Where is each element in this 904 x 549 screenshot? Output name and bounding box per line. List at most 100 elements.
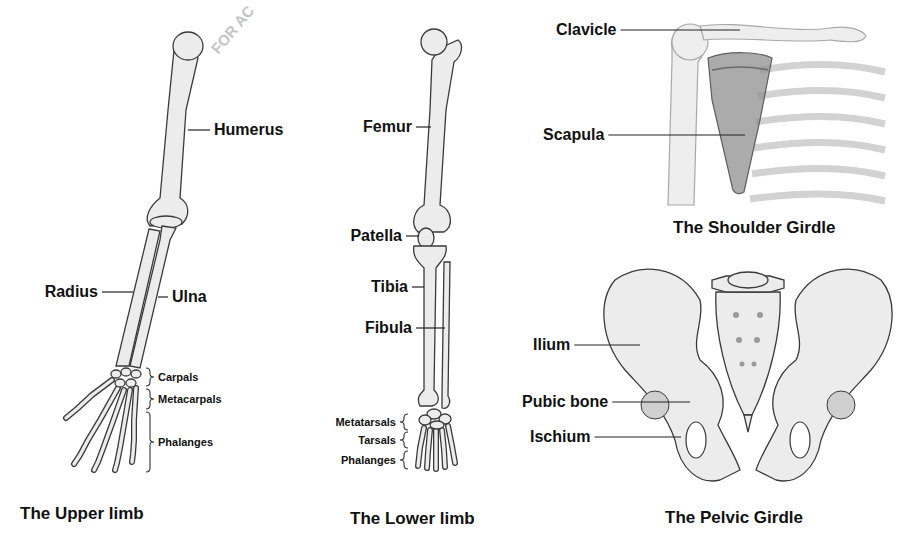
leader-line [416, 126, 431, 127]
femur-bone [414, 29, 462, 232]
scapula-bone [708, 53, 772, 194]
clavicle-bone [700, 24, 866, 41]
part-name: Scapula [543, 126, 604, 144]
part-name: Tibia [371, 278, 408, 296]
rib-cage [750, 194, 885, 201]
part-name: Humerus [214, 121, 283, 139]
part-name: Phalanges [158, 436, 213, 449]
leader-line [188, 129, 210, 130]
leader-line [620, 29, 740, 30]
part-name: Ischium [530, 428, 590, 446]
hip-bone [686, 422, 706, 458]
foot-bones [430, 421, 444, 429]
figure-caption: The Shoulder Girdle [673, 218, 835, 238]
figure-caption: The Lower limb [350, 509, 475, 529]
fibula-bone [442, 262, 450, 408]
humerus-bone [173, 32, 203, 60]
foot-bones [427, 430, 430, 468]
hand-bones [132, 388, 136, 462]
sacrum-bone [754, 337, 760, 343]
sacrum-bone [740, 362, 745, 367]
sacrum-bone [744, 415, 752, 432]
sacrum-bone [736, 337, 742, 343]
rib-cage [750, 64, 885, 201]
ulna-bone [130, 226, 176, 368]
foot-bones [418, 409, 455, 469]
part-name: Radius [45, 283, 98, 301]
part-name: Tarsals [358, 434, 396, 447]
scapula-bone [712, 67, 768, 70]
arm-bone [668, 24, 708, 205]
leader-line [158, 296, 168, 297]
bracket [400, 414, 408, 430]
scapula-bone [708, 53, 772, 194]
foot-bones [427, 430, 430, 468]
part-name: Phalanges [341, 454, 396, 467]
part-name: Ulna [172, 288, 207, 306]
sacrum-bone [728, 272, 768, 288]
fibula-bone [442, 262, 450, 408]
foot-bones [442, 430, 445, 467]
part-name: Femur [363, 118, 412, 136]
part-name: Clavicle [556, 21, 616, 39]
patella-bone [418, 228, 434, 248]
foot-bones [442, 430, 445, 467]
bracket [400, 414, 408, 469]
hip-bone [641, 391, 669, 419]
part-name: Pubic bone [522, 393, 608, 411]
hand-bones [131, 370, 141, 378]
bracket [146, 412, 154, 472]
hand-bones [66, 368, 141, 470]
figure-caption: The Upper limb [20, 504, 144, 524]
hand-bones [111, 370, 121, 378]
hip-bone [827, 391, 855, 419]
tibia-bone [414, 246, 447, 406]
leader-line [102, 30, 745, 437]
leader-line [594, 436, 681, 437]
rib-cage [758, 90, 885, 98]
hip-bone [604, 269, 892, 481]
watermark: FOR AC [207, 3, 257, 58]
sacrum-bone [716, 292, 780, 415]
hand-bones [115, 390, 130, 470]
leader-line [416, 327, 445, 328]
sacrum-bone [752, 362, 757, 367]
leader-line [574, 344, 640, 345]
femur-bone [414, 40, 462, 232]
foot-bones [418, 428, 424, 466]
patella-bone [418, 228, 434, 248]
foot-bones [448, 426, 455, 463]
ulna-bone [130, 226, 176, 368]
foot-bones [419, 415, 431, 425]
femur-bone [421, 29, 447, 55]
rib-cage [760, 64, 885, 72]
sacrum-bone [757, 312, 763, 318]
hand-bones [126, 379, 136, 387]
leader-line [608, 134, 745, 135]
bracket [146, 368, 154, 472]
part-name: Patella [350, 227, 402, 245]
clavicle-bone [700, 24, 866, 41]
leader-line [102, 291, 133, 292]
figure-caption: The Pelvic Girdle [665, 508, 803, 528]
sacrum-bone [733, 312, 739, 318]
bracket [146, 368, 154, 386]
part-name: Carpals [158, 371, 198, 384]
foot-bones [434, 430, 437, 469]
foot-bones [418, 428, 424, 466]
rib-cage [754, 142, 885, 150]
rib-cage [756, 116, 885, 124]
hand-bones [121, 368, 131, 376]
part-name: Ilium [533, 336, 570, 354]
hip-bone [790, 422, 810, 458]
part-name: Metacarpals [158, 393, 222, 406]
foot-bones [448, 426, 455, 463]
part-name: Metatarsals [335, 416, 396, 429]
tibia-bone [414, 246, 447, 406]
hand-bones [132, 388, 136, 462]
rib-cage [752, 168, 885, 176]
bracket [400, 451, 408, 469]
